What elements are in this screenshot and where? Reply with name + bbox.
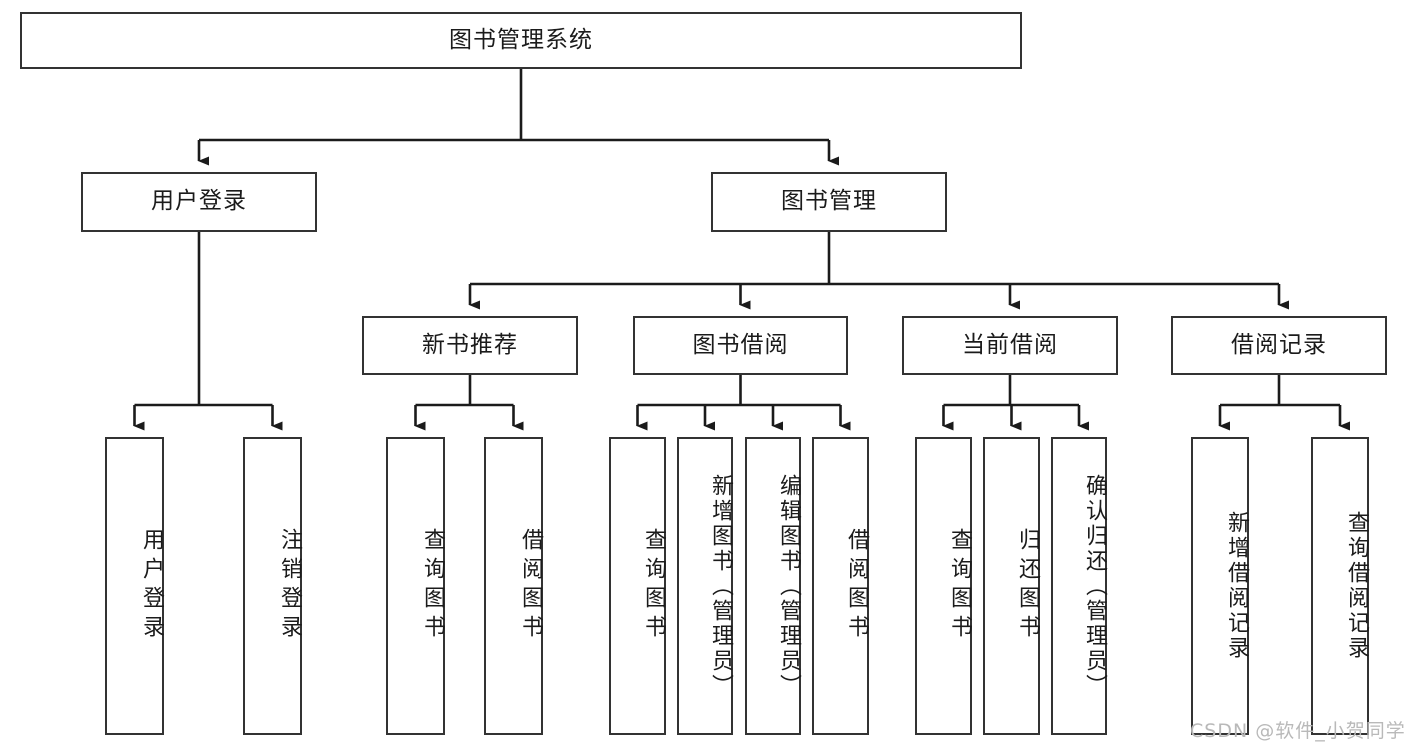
node-label: 查询图书 — [947, 528, 972, 644]
node-root[interactable]: 图书管理系统 — [20, 12, 1022, 69]
node-borrow[interactable]: 图书借阅 — [633, 316, 848, 375]
node-f-cb-conf[interactable]: 确认归还（管理员） — [1051, 437, 1107, 735]
node-label: 新增借阅记录 — [1224, 511, 1249, 661]
node-label: 用户登录 — [151, 188, 247, 215]
node-bookmgmt[interactable]: 图书管理 — [711, 172, 947, 232]
node-f-login[interactable]: 用户登录 — [105, 437, 164, 735]
node-label: 编辑图书（管理员） — [776, 473, 801, 699]
node-f-rc-query[interactable]: 查询借阅记录 — [1311, 437, 1369, 735]
node-label: 借阅图书 — [844, 528, 869, 644]
node-label: 归还图书 — [1015, 528, 1040, 644]
node-label: 图书管理系统 — [449, 26, 593, 53]
node-label: 查询借阅记录 — [1344, 511, 1369, 661]
node-label: 新增图书（管理员） — [708, 473, 733, 699]
node-f-bk-add[interactable]: 新增图书（管理员） — [677, 437, 733, 735]
node-f-cb-return[interactable]: 归还图书 — [983, 437, 1040, 735]
node-f-nb-borrow[interactable]: 借阅图书 — [484, 437, 543, 735]
node-label: 当前借阅 — [962, 331, 1058, 358]
node-f-cb-query[interactable]: 查询图书 — [915, 437, 972, 735]
watermark: CSDN @软件_小贺同学 — [1190, 720, 1405, 742]
node-f-rc-add[interactable]: 新增借阅记录 — [1191, 437, 1249, 735]
node-records[interactable]: 借阅记录 — [1171, 316, 1387, 375]
node-newbook[interactable]: 新书推荐 — [362, 316, 578, 375]
node-label: 注销登录 — [277, 528, 302, 644]
node-login[interactable]: 用户登录 — [81, 172, 317, 232]
node-current[interactable]: 当前借阅 — [902, 316, 1118, 375]
node-label: 图书管理 — [781, 188, 877, 215]
node-label: 用户登录 — [139, 528, 164, 644]
node-label: 新书推荐 — [422, 331, 518, 358]
node-f-logout[interactable]: 注销登录 — [243, 437, 302, 735]
node-label: 查询图书 — [641, 528, 666, 644]
node-f-bk-borrow[interactable]: 借阅图书 — [812, 437, 869, 735]
node-label: 图书借阅 — [692, 331, 789, 358]
node-f-bk-query[interactable]: 查询图书 — [609, 437, 666, 735]
node-f-nb-query[interactable]: 查询图书 — [386, 437, 445, 735]
node-label: 借阅记录 — [1231, 331, 1327, 358]
node-label: 确认归还（管理员） — [1082, 473, 1107, 699]
node-f-bk-edit[interactable]: 编辑图书（管理员） — [745, 437, 801, 735]
node-label: 查询图书 — [420, 528, 445, 644]
node-label: 借阅图书 — [518, 528, 543, 644]
